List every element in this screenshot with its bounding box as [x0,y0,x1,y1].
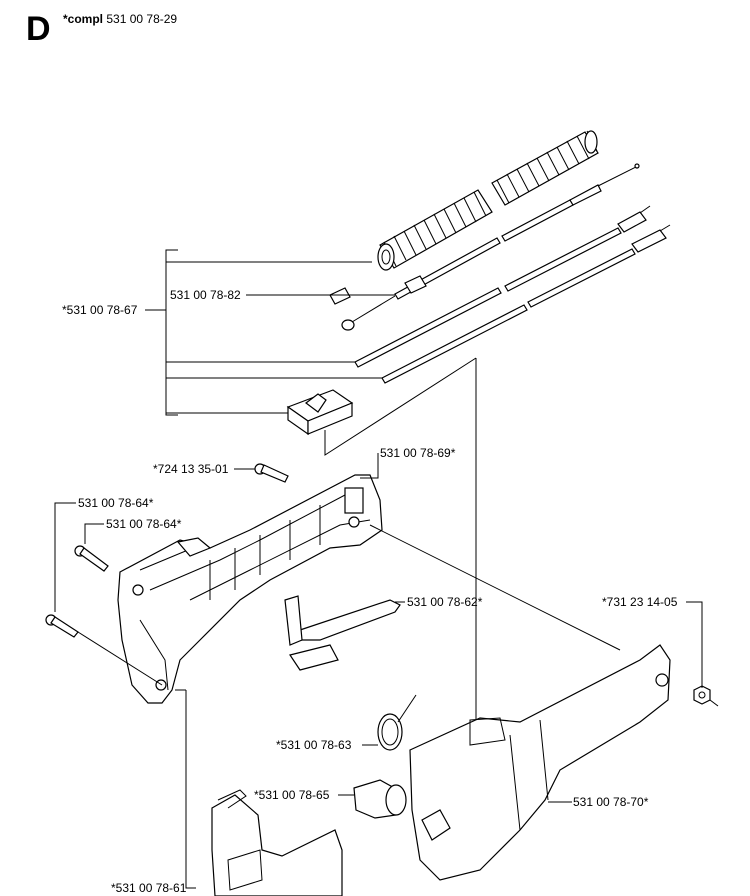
label-731-23-14-05: *731 23 14-05 [602,595,678,609]
section-letter: D [26,10,51,48]
screw-64a [74,545,109,572]
spring-left [377,189,493,271]
label-724-13-35-01: *724 13 35-01 [153,462,229,476]
throttle-block [286,389,354,436]
handle-left-half [117,474,383,704]
compl-part-number: *compl 531 00 78-29 [63,12,177,26]
trigger-parts [284,595,401,671]
label-531-00-78-64-b: 531 00 78-64* [106,517,182,531]
screw-724 [254,463,289,483]
compl-prefix: *compl [63,12,104,26]
leader-lines [54,249,703,889]
label-531-00-78-61: *531 00 78-61 [111,881,187,895]
label-531-00-78-64-a: 531 00 78-64* [78,496,154,510]
label-531-00-78-62: 531 00 78-62* [407,595,483,609]
label-531-00-78-69: 531 00 78-69* [380,446,456,460]
o-ring [377,694,417,751]
handle-cover [211,789,343,896]
label-531-00-78-70: 531 00 78-70* [573,795,649,809]
compl-number: 531 00 78-29 [106,12,178,26]
label-531-00-78-67: *531 00 78-67 [62,303,138,317]
nut [693,685,719,707]
cable-rods [329,163,671,384]
label-531-00-78-82: 531 00 78-82 [170,288,241,302]
label-531-00-78-63: *531 00 78-63 [276,738,352,752]
handle-body [409,644,671,881]
label-531-00-78-65: *531 00 78-65 [254,788,330,802]
screw-64b [45,614,79,638]
grommet [353,779,407,819]
spring-right [491,130,599,206]
